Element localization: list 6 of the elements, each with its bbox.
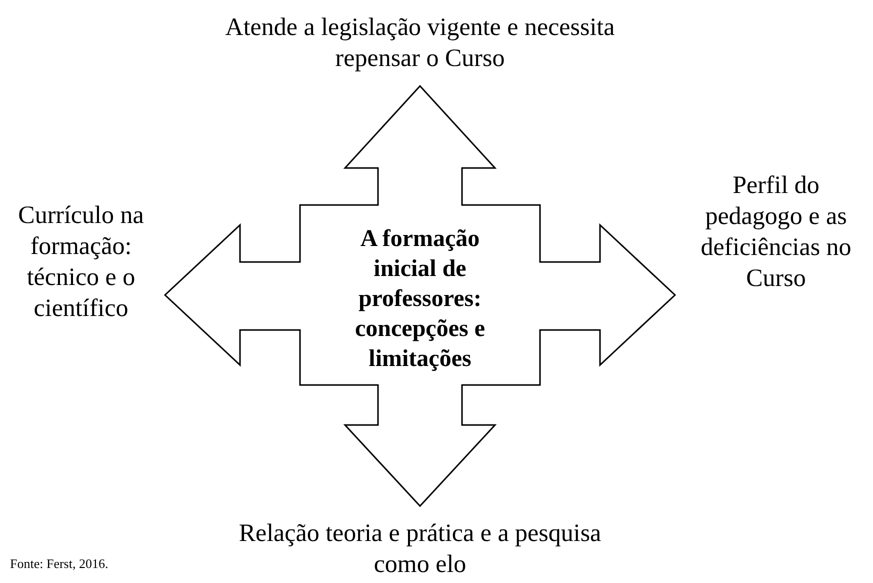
direction-text: Relação teoria e prática e a pesquisa como elo [238, 519, 602, 580]
center-title: A formação inicial de professores: concepções e limitações [354, 225, 486, 374]
direction-text: Perfil do pedagogo e as deficiências no Curso [700, 171, 852, 294]
direction-text: Currículo na formação: técnico e o científico [17, 201, 145, 324]
direction-text: Atende a legislação vigente e necessita repensar o Curso [224, 13, 616, 74]
source-note: Fonte: Ferst, 2016. [10, 556, 110, 572]
